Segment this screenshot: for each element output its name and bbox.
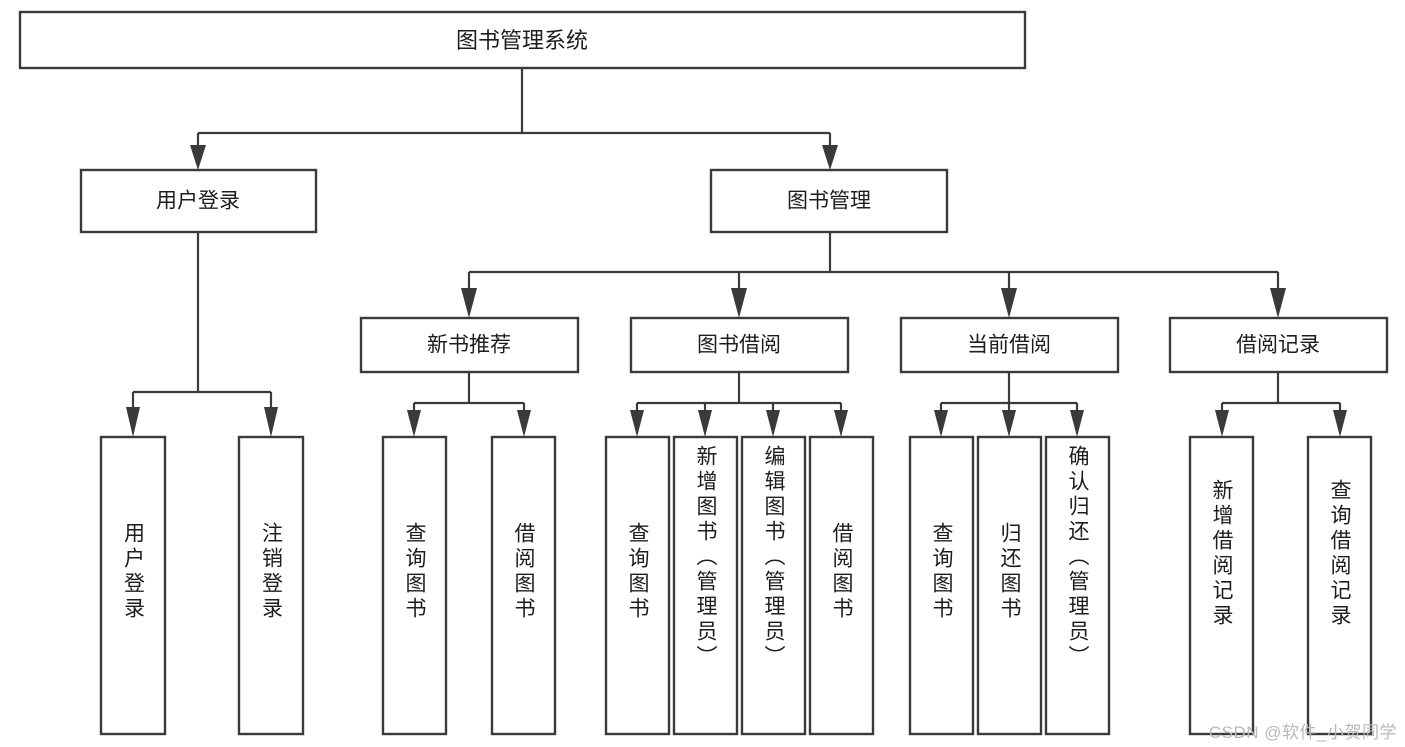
leaf-book-borrow-add[interactable] — [672, 435, 739, 736]
node-current-borrow-label: 当前借阅 — [967, 334, 1051, 357]
connector-newbook-to-leaves — [407, 372, 531, 437]
node-user-login[interactable]: 用户登录 — [79, 168, 318, 234]
node-root-label: 图书管理系统 — [456, 28, 588, 53]
connector-borrowrecord-to-leaves — [1215, 372, 1347, 437]
node-new-book-recommend[interactable]: 新书推荐 — [359, 316, 580, 374]
connector-currentborrow-to-leaves — [934, 372, 1084, 437]
leaf-current-borrow-confirm[interactable] — [1044, 435, 1111, 736]
connector-bookborrow-to-leaves — [630, 372, 848, 437]
leaf-book-borrow-query[interactable] — [604, 435, 671, 736]
leaf-current-borrow-query[interactable] — [908, 435, 975, 736]
node-book-management-label: 图书管理 — [787, 190, 871, 213]
node-user-login-label: 用户登录 — [156, 190, 240, 213]
node-book-borrow[interactable]: 图书借阅 — [629, 316, 850, 374]
leaf-book-borrow-borrow[interactable] — [808, 435, 875, 736]
leaf-user-login-logout[interactable] — [237, 435, 305, 736]
leaf-new-book-query[interactable] — [381, 435, 448, 736]
node-borrow-record[interactable]: 借阅记录 — [1168, 316, 1389, 374]
node-book-management[interactable]: 图书管理 — [709, 168, 949, 234]
csdn-watermark: CSDN @软件_小贺同学 — [1208, 723, 1397, 742]
node-new-book-recommend-label: 新书推荐 — [427, 334, 511, 357]
leaf-new-book-borrow[interactable] — [490, 435, 557, 736]
connector-userlogin-to-leaves — [126, 232, 278, 437]
leaf-user-login-login[interactable] — [99, 435, 167, 736]
node-book-borrow-label: 图书借阅 — [697, 334, 781, 357]
connector-books-to-level3 — [461, 232, 1286, 318]
leaf-current-borrow-return[interactable] — [976, 435, 1043, 736]
node-current-borrow[interactable]: 当前借阅 — [899, 316, 1120, 374]
node-borrow-record-label: 借阅记录 — [1236, 334, 1320, 357]
connector-root-to-level2 — [190, 68, 838, 170]
node-root-system[interactable]: 图书管理系统 — [18, 10, 1027, 70]
leaf-borrow-record-query[interactable] — [1306, 435, 1373, 736]
leaf-borrow-record-add[interactable] — [1188, 435, 1255, 736]
leaf-book-borrow-edit[interactable] — [740, 435, 807, 736]
